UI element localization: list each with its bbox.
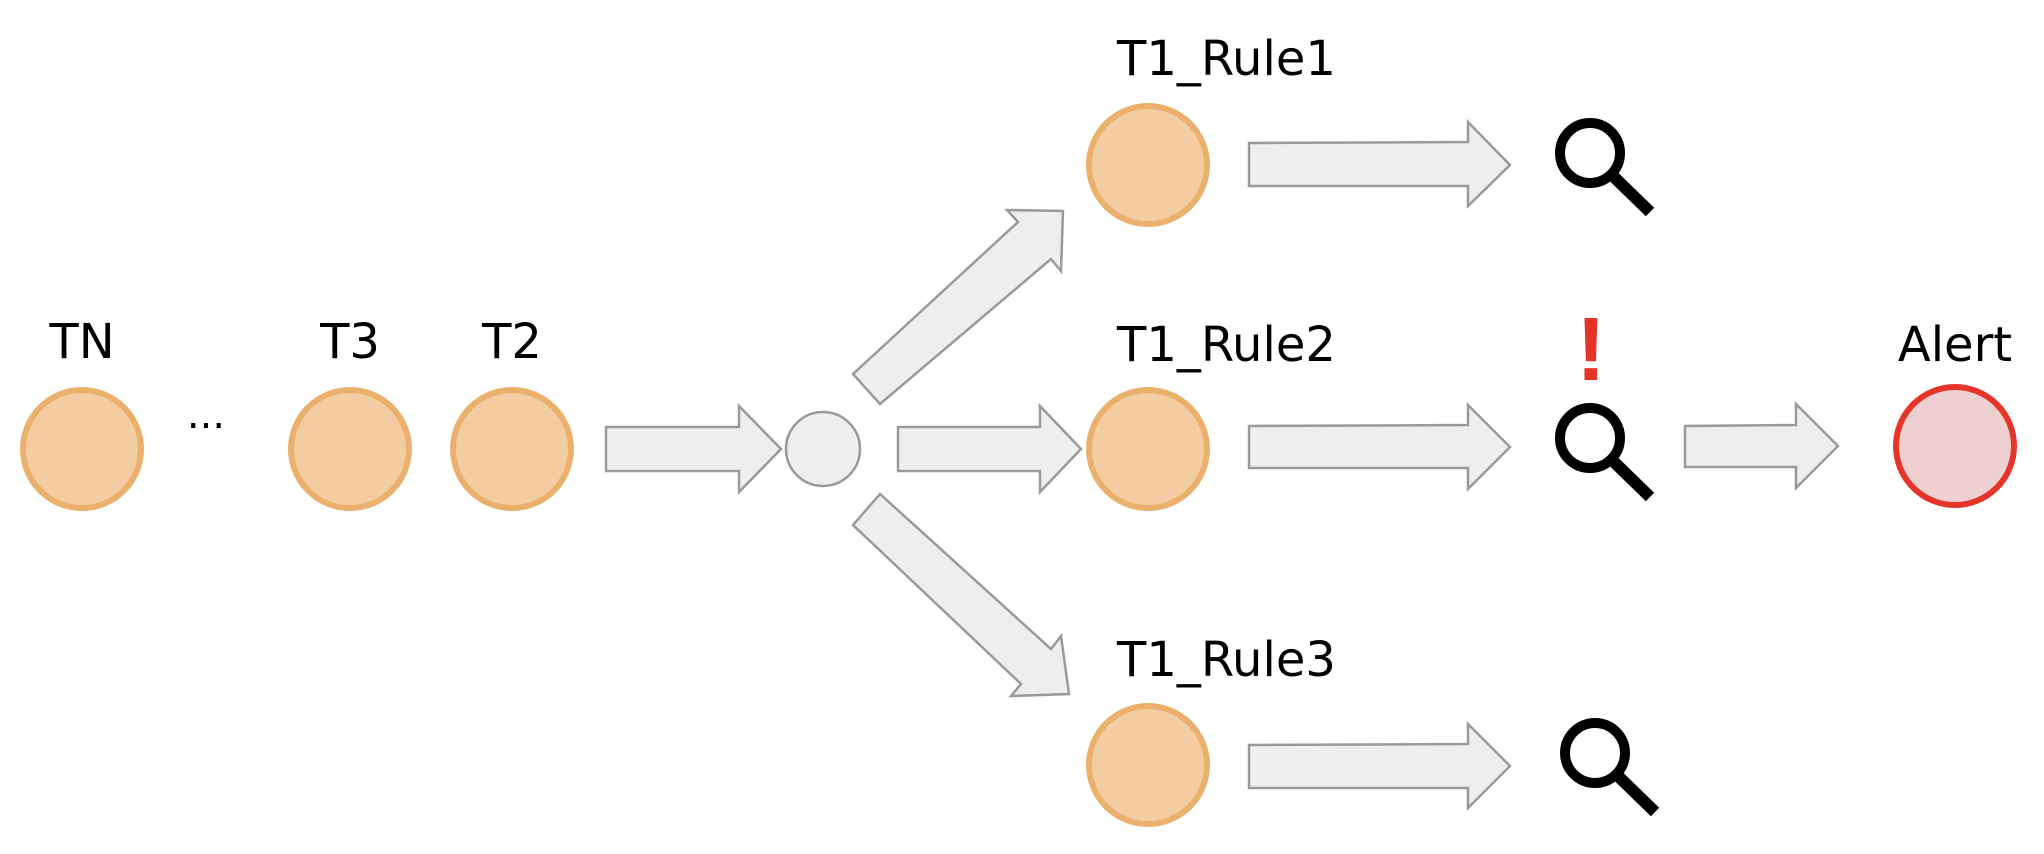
arrow-rule3-to-check (1247, 720, 1512, 812)
exclamation-icon: ! (1576, 300, 1606, 400)
token-label-t2: T2 (481, 314, 542, 370)
rule-node-1 (1086, 103, 1210, 227)
rule-label-2: T1_Rule2 (1116, 317, 1336, 373)
token-label-tn: TN (48, 314, 114, 370)
token-t2 (450, 387, 574, 511)
junction-node (784, 410, 862, 488)
token-ellipsis: ... (187, 392, 225, 438)
arrow-junction-to-rule3 (851, 492, 1071, 698)
token-t3 (288, 387, 412, 511)
token-label-t3: T3 (319, 314, 380, 370)
rule-node-2 (1086, 387, 1210, 511)
rule-node-3 (1086, 703, 1210, 827)
arrow-junction-to-rule2 (896, 402, 1083, 496)
rule-label-3: T1_Rule3 (1116, 632, 1336, 688)
search-icon (1560, 718, 1660, 817)
arrow-junction-to-rule1 (851, 208, 1065, 406)
arrow-rule2-to-check (1247, 401, 1512, 493)
token-tn (20, 387, 144, 511)
arrow-check-to-alert (1683, 400, 1840, 492)
rule-label-1: T1_Rule1 (1116, 31, 1336, 87)
search-icon (1555, 403, 1655, 502)
arrow-stream-to-junction (604, 402, 783, 496)
alert-label: Alert (1898, 317, 2012, 373)
alert-node (1893, 384, 2017, 508)
search-icon (1555, 118, 1655, 217)
arrow-rule1-to-check (1247, 118, 1512, 209)
